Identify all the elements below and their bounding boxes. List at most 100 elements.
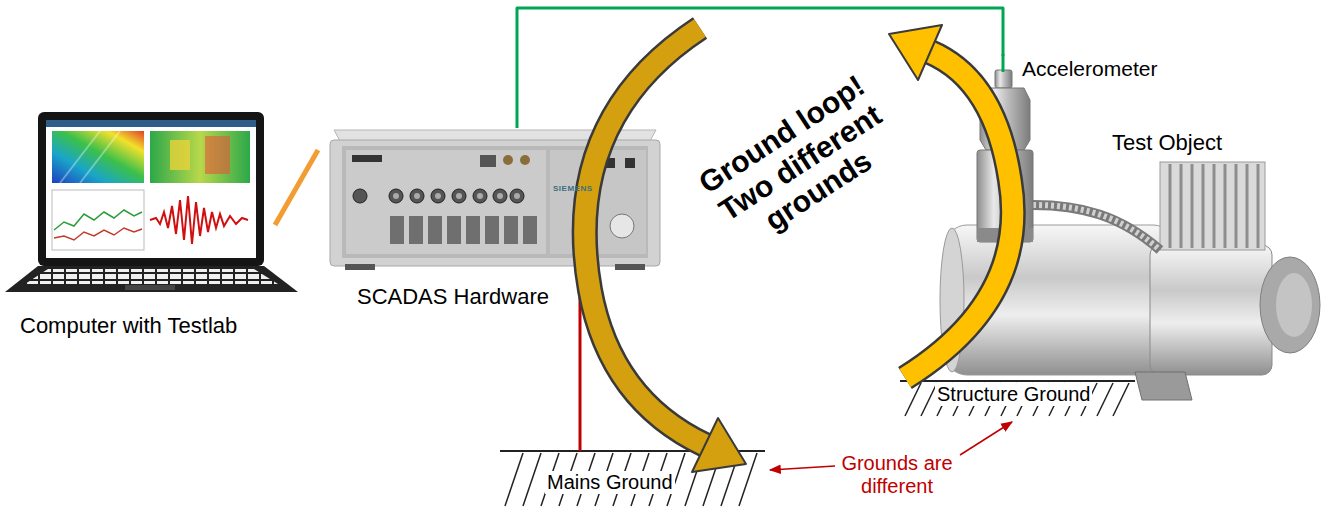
- laptop-illustration: [205, 136, 230, 174]
- laptop-illustration: [54, 228, 142, 240]
- compressor-illustration: [1235, 164, 1238, 248]
- sensor-unit: Accelerometer: [975, 56, 1164, 136]
- scadas-illustration: [353, 189, 367, 203]
- laptop-illustration: [150, 131, 250, 183]
- brand-logo: SIEMENS: [553, 184, 593, 193]
- daq-hardware: SCADAS Hardware: [318, 128, 663, 313]
- mains-ground-hatch: [523, 453, 541, 506]
- scadas-illustration: [615, 264, 645, 270]
- scadas-illustration: [414, 193, 420, 199]
- computer-unit: Computer with Testlab: [0, 100, 275, 345]
- node-label: Test Object: [1110, 130, 1224, 155]
- mains-ground-hatch: [505, 453, 523, 506]
- scadas-illustration: [390, 216, 404, 244]
- compressor-illustration: [1033, 205, 1160, 250]
- ground-symbol: Structure Ground: [900, 381, 1135, 423]
- laptop-illustration: [46, 120, 256, 127]
- laptop-illustration: [38, 112, 264, 266]
- signal-cable: [517, 8, 1003, 128]
- compressor-illustration: [1213, 164, 1216, 248]
- node-label: Accelerometer: [1020, 57, 1159, 81]
- ground-loop-arrow: [905, 52, 1013, 378]
- compressor-illustration: [1246, 164, 1249, 248]
- scadas-illustration: [346, 150, 546, 254]
- ground-loop-arrow: [889, 25, 1013, 378]
- leader-arrow: [960, 422, 1012, 455]
- ground-wire: [579, 313, 582, 451]
- scadas-illustration: [330, 140, 660, 266]
- scadas-illustration: [447, 216, 461, 244]
- scadas-illustration: [625, 158, 635, 168]
- scadas-illustration: [514, 193, 520, 199]
- ground-loop-arrow: [585, 28, 746, 472]
- laptop-illustration: [54, 210, 142, 230]
- scadas-illustration: [503, 155, 513, 165]
- scadas-illustration: [435, 193, 441, 199]
- node-label: Computer with Testlab: [18, 313, 239, 338]
- scadas-illustration: [410, 189, 424, 203]
- scadas-illustration: [523, 216, 537, 244]
- laptop-illustration: [46, 120, 256, 258]
- structure-ground-hatch: [1097, 383, 1113, 416]
- compressor-illustration: [1160, 162, 1265, 250]
- node-label: SCADAS Hardware: [355, 284, 551, 309]
- accelerometer-illustration: [995, 70, 1012, 88]
- scadas-illustration: [520, 155, 530, 165]
- laptop-illustration: [5, 112, 298, 292]
- scadas-illustration: [389, 189, 403, 203]
- structure-ground-hatch: [900, 380, 1135, 382]
- compressor-illustration: [1224, 164, 1227, 248]
- laptop-illustration: [150, 196, 248, 244]
- scadas-illustration: [510, 189, 524, 203]
- scadas-illustration: [504, 216, 518, 244]
- structure-ground-hatch: [900, 381, 1135, 416]
- compressor-illustration: [1260, 257, 1320, 353]
- scadas-illustration: [352, 155, 382, 162]
- ground-loop-arrow: [585, 28, 705, 445]
- scadas-illustration: [485, 216, 499, 244]
- scadas-illustration: [428, 216, 442, 244]
- scadas-illustration: [452, 189, 466, 203]
- ground-loop-arrow: [585, 28, 705, 445]
- laptop-illustration: [52, 190, 144, 250]
- ground-symbol: Mains Ground: [500, 451, 765, 506]
- compressor-illustration: [1202, 164, 1205, 248]
- laptop-illustration: [5, 266, 298, 292]
- scadas-illustration: [477, 193, 483, 199]
- laptop-illustration: [60, 131, 100, 183]
- ground-loop-arrow: [889, 25, 942, 80]
- compressor-illustration: [1169, 164, 1172, 248]
- ground-loop-arrow: [692, 418, 746, 472]
- node-label: Mains Ground: [545, 471, 675, 494]
- warning-text: Ground loop! Two different grounds: [689, 66, 912, 259]
- laptop-illustration: [80, 131, 120, 183]
- leader-arrow: [770, 466, 835, 470]
- scadas-illustration: [431, 189, 445, 203]
- compressor-illustration: [1150, 245, 1272, 375]
- scadas-illustration: [393, 193, 399, 199]
- laptop-illustration: [25, 269, 278, 284]
- structure-ground-hatch: [1113, 383, 1129, 416]
- scadas-illustration: [345, 264, 375, 270]
- usb-cable: [275, 150, 318, 225]
- scadas-illustration: [456, 193, 462, 199]
- callout-text: Grounds are different: [822, 452, 972, 498]
- scadas-illustration: [497, 193, 503, 199]
- laptop-illustration: [125, 285, 175, 290]
- laptop-illustration: [52, 131, 144, 183]
- compressor-illustration: [1191, 164, 1194, 248]
- scadas-illustration: [493, 189, 507, 203]
- green-wire-stub: [1002, 54, 1005, 72]
- scadas-illustration: [480, 155, 496, 167]
- compressor-illustration: [1257, 164, 1260, 248]
- ground-loop-arrow: [905, 52, 1013, 378]
- laptop-illustration: [170, 140, 190, 170]
- scadas-illustration: [610, 214, 634, 238]
- compressor-illustration: [1033, 205, 1160, 250]
- compressor-illustration: [1135, 372, 1192, 400]
- scadas-illustration: [466, 216, 480, 244]
- compressor-illustration: [1276, 273, 1312, 337]
- test-object: Test Object: [940, 125, 1310, 375]
- scadas-illustration: [409, 216, 423, 244]
